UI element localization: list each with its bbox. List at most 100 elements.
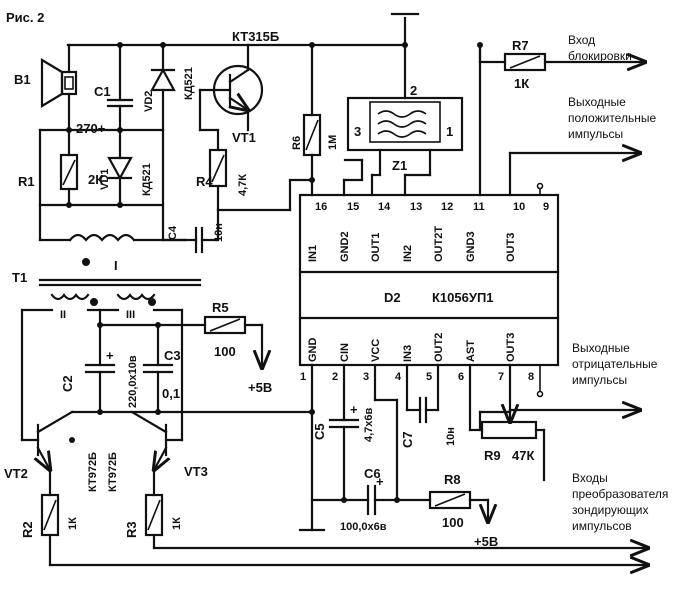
r5-supply: +5В xyxy=(248,380,272,395)
r7-label: R7 xyxy=(512,38,529,53)
r1-resistor: R1 2К xyxy=(18,128,103,207)
d2-top-pins: 16IN115GND214OUT113IN212OUT2T11GND310OUT… xyxy=(307,201,549,262)
svg-text:I: I xyxy=(114,258,118,273)
ic-top-pin-number: 14 xyxy=(378,201,391,213)
conv-input-label-2: преобразователя xyxy=(572,487,668,501)
r5-resistor: R5 100 +5В xyxy=(97,300,272,395)
vd2-diode: VD2 КД521 xyxy=(143,43,195,132)
ic-top-pin-name: OUT2T xyxy=(433,226,445,262)
c5-value: 4,7х6в xyxy=(363,407,375,442)
r3-value: 1К xyxy=(171,517,183,530)
vt2-type: КТ972Б xyxy=(87,452,99,492)
c7-value: 10н xyxy=(445,427,457,446)
r4-resistor: R4 4,7К xyxy=(196,116,250,212)
c3-capacitor: C3 0,1 xyxy=(142,323,181,414)
ic-top-pin-name: GND2 xyxy=(339,231,351,262)
c7-capacitor: C7 10н xyxy=(400,363,457,448)
c6-capacitor: + C6 100,0х6в xyxy=(310,466,400,533)
neg-output-label-2: отрицательные xyxy=(572,357,658,371)
c1-capacitor: C1 270+ xyxy=(76,43,134,136)
vd2-label: VD2 xyxy=(143,91,155,112)
pos-output-label-3: импульсы xyxy=(568,127,623,141)
vt1-label: VT1 xyxy=(232,130,256,145)
t1-transformer: I II III T1 xyxy=(12,203,202,442)
c4-value: 10н xyxy=(213,223,225,242)
ic-top-pin-number: 11 xyxy=(473,201,485,213)
r4-value: 4,7К xyxy=(237,174,249,196)
b1-label: B1 xyxy=(14,72,31,87)
vd1-value: КД521 xyxy=(141,163,153,196)
c3-value: 0,1 xyxy=(162,386,180,401)
pos-output-label-1: Выходные xyxy=(568,95,626,109)
z1-filter: 2 3 1 Z1 xyxy=(346,43,464,197)
r9-potentiometer: R9 47К xyxy=(468,363,546,482)
vd2-value: КД521 xyxy=(183,67,195,100)
ic-top-pin-number: 12 xyxy=(441,201,453,213)
z1-label: Z1 xyxy=(392,158,407,173)
c6-value: 100,0х6в xyxy=(340,521,387,533)
conv-input-label-4: импульсов xyxy=(572,519,632,533)
c4-capacitor: C4 10н xyxy=(167,178,314,254)
z1-pin1: 1 xyxy=(446,124,453,139)
block-input-label-1: Вход xyxy=(568,33,595,47)
top-rail xyxy=(66,12,420,48)
ic-top-pin-number: 10 xyxy=(513,201,525,213)
c2-plus: + xyxy=(106,348,114,363)
c7-label: C7 xyxy=(400,431,415,448)
c6-plus: + xyxy=(376,474,384,489)
ic-bottom-pin-number: 4 xyxy=(395,371,402,383)
signal-labels: Вход блокировки Выходные положительные и… xyxy=(568,33,668,533)
ic-top-pin-name: GND3 xyxy=(465,231,477,262)
r4-label: R4 xyxy=(196,174,213,189)
c6-label: C6 xyxy=(364,466,381,481)
ic-top-pin-number: 9 xyxy=(543,201,549,213)
vd1-diode: VD1 КД521 xyxy=(99,128,153,207)
ic-top-pin-name: OUT1 xyxy=(370,233,382,262)
svg-text:II: II xyxy=(60,309,66,321)
z1-pin2: 2 xyxy=(410,83,417,98)
r9-label: R9 xyxy=(484,448,501,463)
vd1-label: VD1 xyxy=(99,169,111,190)
ic-top-pin-name: IN1 xyxy=(307,245,319,262)
r8-resistor: R8 100 +5В xyxy=(395,472,498,549)
ic-top-pin-number: 16 xyxy=(315,201,327,213)
r9-value: 47К xyxy=(512,448,534,463)
ic-top-pin-number: 13 xyxy=(410,201,422,213)
r3-label: R3 xyxy=(124,521,139,538)
c3-label: C3 xyxy=(164,348,181,363)
ic-bottom-pin-name: OUT2 xyxy=(433,333,445,362)
d2-ic: D2 К1056УП1 16IN115GND214OUT113IN212OUT2… xyxy=(298,193,560,383)
ic-bottom-pin-name: VCC xyxy=(370,339,382,362)
ic-bottom-pin-number: 8 xyxy=(528,371,534,383)
r3-resistor: R3 1К xyxy=(124,493,648,548)
ic-top-pin-number: 15 xyxy=(347,201,359,213)
r6-label: R6 xyxy=(291,136,303,150)
t1-label: T1 xyxy=(12,270,27,285)
ic-bottom-pin-number: 6 xyxy=(458,371,464,383)
svg-text:III: III xyxy=(126,309,135,321)
c1-label: C1 xyxy=(94,84,111,99)
neg-output-label-3: импульсы xyxy=(572,373,627,387)
c2-value: 220,0х10в xyxy=(127,355,139,408)
d2-ref: D2 xyxy=(384,290,401,305)
r2-resistor: R2 1К xyxy=(20,493,648,565)
r5-label: R5 xyxy=(212,300,229,315)
vt3-type: КТ972Б xyxy=(107,452,119,492)
ic-bottom-pin-number: 2 xyxy=(332,371,338,383)
r7-resistor: R7 1К xyxy=(478,38,645,91)
c5-plus: + xyxy=(350,402,358,417)
c5-label: C5 xyxy=(312,423,327,440)
d2-name: К1056УП1 xyxy=(432,290,494,305)
ic-bottom-pin-name: AST xyxy=(465,340,477,362)
r6-resistor: R6 1М xyxy=(291,43,339,197)
neg-output-label-1: Выходные xyxy=(572,341,630,355)
r1-label: R1 xyxy=(18,174,35,189)
ic-bottom-pin-name: GND xyxy=(307,338,319,363)
c2-capacitor: + C2 220,0х10в xyxy=(60,323,139,414)
ic-top-pin-name: IN2 xyxy=(402,245,414,262)
ic-bottom-pin-name: OUT3 xyxy=(505,333,517,362)
vt3-label: VT3 xyxy=(184,464,208,479)
